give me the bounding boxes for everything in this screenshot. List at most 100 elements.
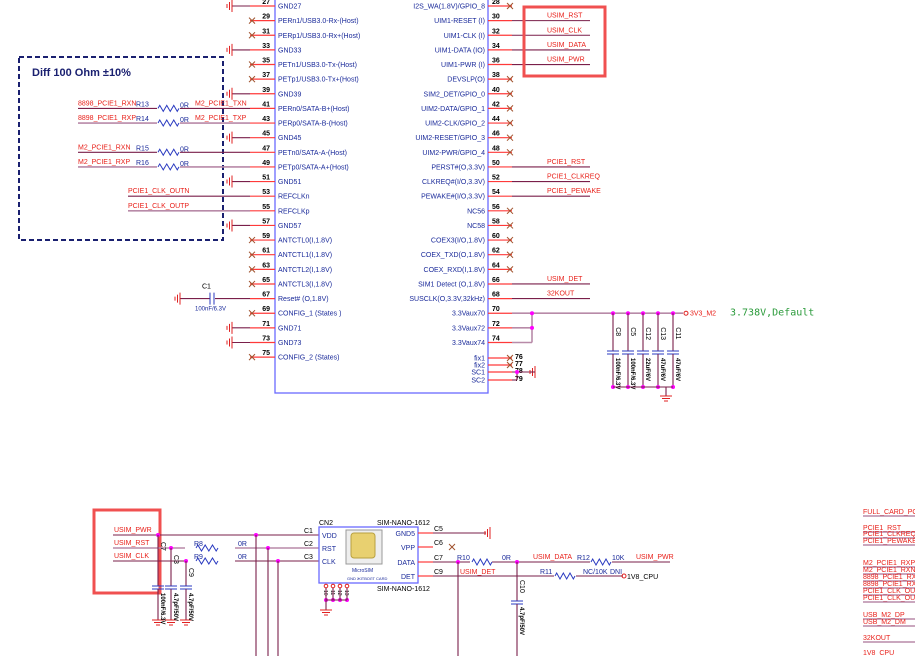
sim-pin-name: GND5 <box>396 531 416 538</box>
sim-part: SIM-NANO-1612 <box>377 520 430 527</box>
pin-name: UIM1-DATA (IO) <box>435 47 485 54</box>
pin-name: GND33 <box>278 47 301 54</box>
pin-number: 38 <box>492 72 500 79</box>
no-connect-mark <box>506 134 514 142</box>
pin-name: UIM1-CLK (I) <box>444 33 485 40</box>
no-connect-mark <box>248 75 256 83</box>
pin-name: fix1 <box>474 356 485 363</box>
pin-number: 53 <box>262 189 270 196</box>
no-connect-icon <box>506 361 514 369</box>
pin-name: PETp0/SATA-A+(Host) <box>278 164 349 171</box>
ground-icon <box>660 395 672 402</box>
pin-number: 58 <box>492 218 500 225</box>
net-label: M2_PCIE1_RXN <box>78 144 131 151</box>
no-connect-icon <box>248 75 256 83</box>
pin-name: PEWAKE#(I/O,3.3V) <box>421 194 485 201</box>
no-connect-mark <box>506 222 514 229</box>
ground-icon <box>226 219 233 232</box>
cap-ref: C3 <box>172 555 179 564</box>
no-connect-icon <box>506 119 514 127</box>
ground-icon <box>320 609 332 616</box>
pin-number: 27 <box>262 0 270 6</box>
sim-pin-name: VDD <box>322 533 337 540</box>
voltage-probe-readout: 3.738V,Default <box>730 308 814 319</box>
resistor-dni: DNI <box>610 569 622 576</box>
no-connect-mark <box>248 353 256 361</box>
pin-name: CLKREQ#(I/O,3.3V) <box>422 179 485 186</box>
resistor-value: 0R <box>180 102 189 109</box>
pin-number: 37 <box>262 72 270 79</box>
pin-number: 47 <box>262 145 270 152</box>
ground-icon <box>226 336 233 349</box>
no-connect-icon <box>506 2 514 10</box>
pin-number: 59 <box>262 233 270 240</box>
sim-shell-pin <box>330 583 336 589</box>
pin-name: UIM2-DATA/GPIO_1 <box>421 106 485 113</box>
pin-name: PERn0/SATA-B+(Host) <box>278 106 350 113</box>
offpage-net-label: PCIE1_RST <box>863 525 902 532</box>
resistor-symbol <box>157 104 180 113</box>
sim-pin-name: RST <box>322 546 337 553</box>
resistor-value: 0R <box>238 541 247 548</box>
ground-icon <box>226 131 233 144</box>
pin-name: PETn1/USB3.0-Tx-(Host) <box>278 62 357 69</box>
cap-value: 4.7pF/50V <box>187 593 193 621</box>
cap-ref: C5 <box>629 327 636 336</box>
diff-pair-box <box>18 56 224 241</box>
resistor-symbol <box>157 162 180 171</box>
pin-number: 75 <box>262 350 270 357</box>
resistor-ref: R11 <box>540 569 552 576</box>
no-connect-icon <box>248 353 256 361</box>
offpage-net-label: 32KOUT <box>863 635 891 642</box>
no-connect-icon <box>506 148 514 156</box>
ground-icon <box>174 292 181 305</box>
sim-pin: C1 <box>304 528 313 535</box>
no-connect-icon <box>248 280 256 288</box>
no-connect-mark <box>506 148 514 156</box>
pin-number: 56 <box>492 204 500 211</box>
pin-number: 34 <box>492 43 500 50</box>
sim-part-bottom: SIM-NANO-1612 <box>377 586 430 593</box>
pin-number: 60 <box>492 233 500 240</box>
resistor-ref: R14 <box>136 116 149 123</box>
pin-name: SUSCLK(O,3.3V,32kHz) <box>409 296 485 303</box>
pin-number: 62 <box>492 248 500 255</box>
offpage-net-label: PCIE1_CLK_OUTP <box>863 595 915 602</box>
junction-dot <box>530 325 534 330</box>
pin-name: UIM2-PWR/GPIO_4 <box>422 150 485 157</box>
resistor-symbol <box>590 557 612 567</box>
pin-number: 28 <box>492 0 500 6</box>
resistor-ref: R9 <box>194 554 203 561</box>
resistor-value: 0R <box>238 554 247 561</box>
pin-number: 61 <box>262 248 270 255</box>
pin-name: PETn0/SATA-A-(Host) <box>278 150 347 157</box>
pin-number: 64 <box>492 262 500 269</box>
pin-70: 703.3Vaux70 <box>452 306 512 318</box>
resistor-symbol <box>554 571 576 581</box>
no-connect-icon <box>248 17 256 24</box>
pin-name: NC58 <box>467 223 485 230</box>
ground-icon <box>226 87 233 100</box>
pin-name: GND73 <box>278 340 301 347</box>
offpage-net-label: USB_M2_DM <box>863 619 906 626</box>
no-connect-icon <box>506 207 514 215</box>
cap-ref: C12 <box>644 327 651 340</box>
pin-number: 43 <box>262 116 270 123</box>
resistor-ref: R8 <box>194 541 203 548</box>
pin-number: 73 <box>262 335 270 342</box>
net-label: USIM_PWR <box>547 57 585 64</box>
offpage-net-label: 1V8_CPU <box>863 650 894 656</box>
cap-value: 47uF/6V <box>674 358 680 381</box>
